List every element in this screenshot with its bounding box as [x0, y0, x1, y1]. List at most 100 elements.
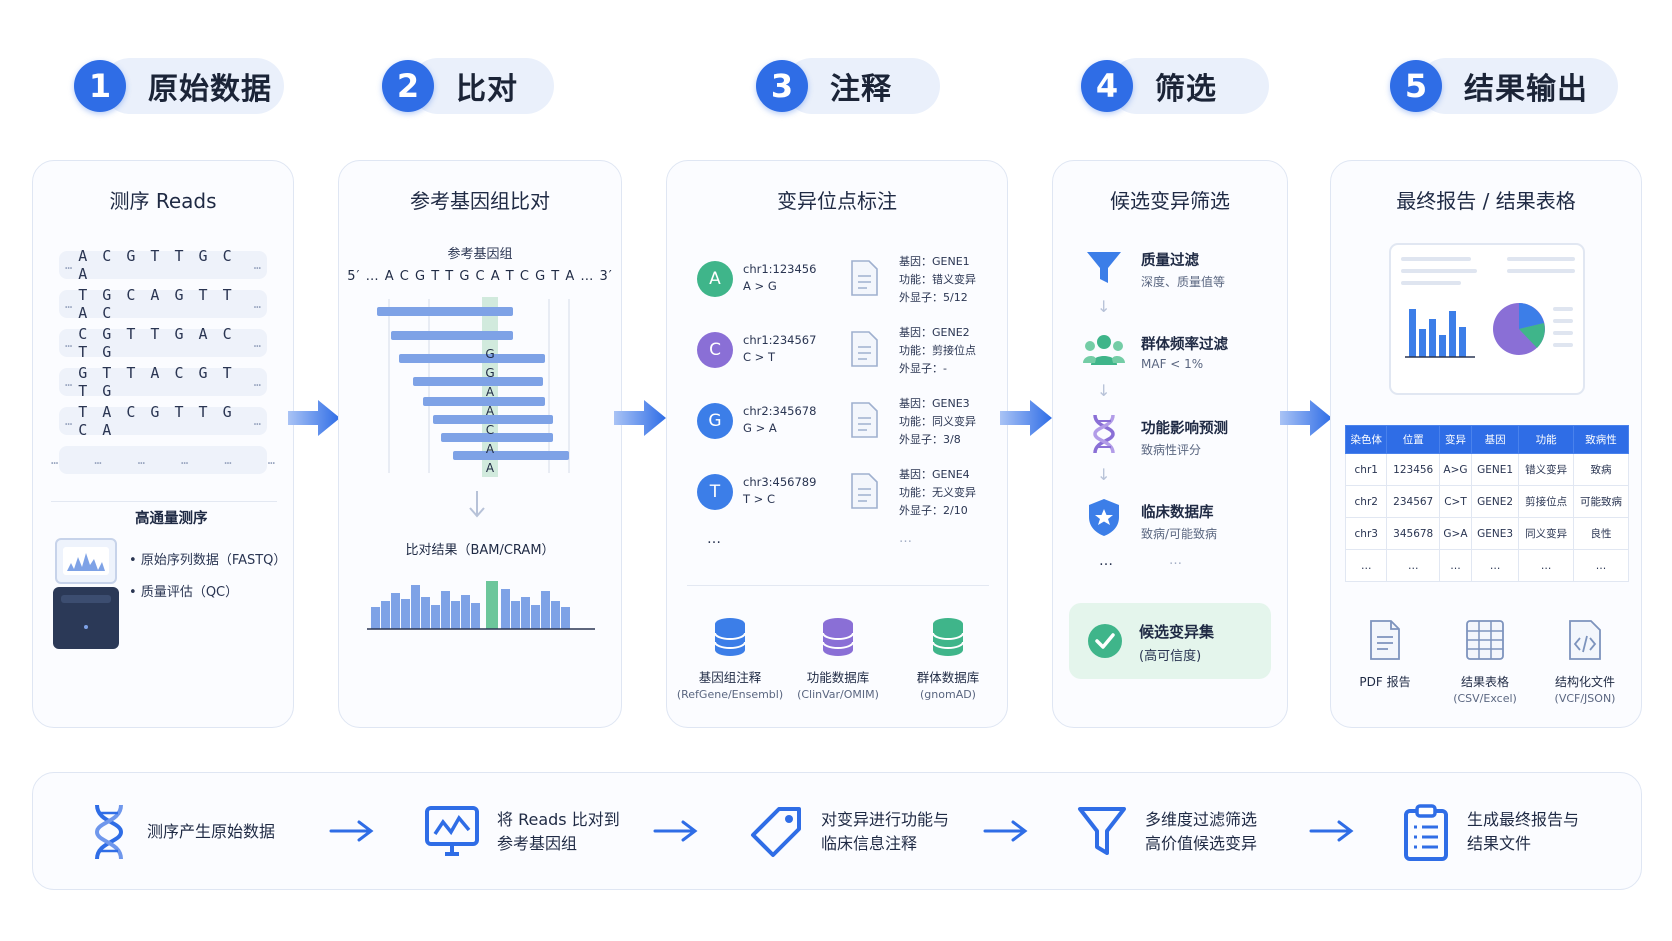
table-cell: 良性: [1573, 517, 1629, 550]
output-name: 结构化文件: [1554, 675, 1615, 689]
candidate-set-card: 候选变异集 (高可信度): [1069, 603, 1271, 679]
database-source: (RefGene/Ensembl): [676, 688, 784, 701]
workflow-summary-bar: 测序产生原始数据 将 Reads 比对到参考基因组 对变异进行功能与临床信息注释…: [32, 772, 1642, 890]
step-header-4: 4 筛选: [1081, 58, 1269, 114]
code-file-icon: [1569, 620, 1601, 660]
panel-filtering: 候选变异筛选 质量过滤 深度、质量值等 ↓ 群体频率过滤 MAF < 1% ↓ …: [1052, 160, 1288, 728]
table-cell: 345678: [1386, 517, 1440, 550]
funnel-icon: [1087, 252, 1121, 283]
filter-title: 质量过滤: [1141, 253, 1199, 269]
panel-title: 变异位点标注: [777, 189, 897, 213]
table-cell: …: [1573, 549, 1629, 582]
panel-title: 测序 Reads: [109, 189, 217, 213]
tag-icon: [751, 807, 801, 857]
database-name: 群体数据库: [916, 670, 980, 685]
document-icon: [851, 402, 878, 438]
read-sequence: …T G C A G T T A C…: [59, 286, 267, 322]
arrow-right-icon: [329, 820, 374, 842]
read-bases: A C G T T G C A: [78, 247, 235, 283]
variant-pos: chr2:345678: [743, 404, 817, 418]
step-pill: [410, 58, 554, 114]
read-bases: T G C A G T T A C: [78, 286, 235, 322]
clipboard-icon: [1404, 804, 1448, 861]
flow-arrow-icon: [288, 400, 340, 436]
column-base: G: [485, 347, 495, 361]
step-number: 1: [74, 60, 126, 112]
more-filters: …: [1099, 553, 1113, 569]
step-number: 2: [382, 60, 434, 112]
filter-subtitle: 致病/可能致病: [1141, 527, 1218, 541]
table-cell: C>T: [1438, 485, 1473, 518]
table-cell: GENE2: [1470, 485, 1520, 518]
dna-icon: [94, 804, 124, 860]
table-cell: 同义变异: [1518, 517, 1575, 550]
funnel-icon: [1078, 807, 1126, 855]
step-header-1: 1 原始数据: [74, 58, 284, 114]
ellipsis-row: … … … … … …: [51, 453, 275, 467]
ellipsis: …: [253, 258, 261, 272]
alignment-reads-graphic: [377, 297, 570, 477]
variant-gene: 基因：GENE4: [899, 468, 970, 481]
ellipsis: …: [65, 414, 73, 428]
panel-raw-data: 测序 Reads …A C G T T G C A… …T G C A G T …: [32, 160, 294, 728]
variant-column: G G A A C A A: [482, 345, 498, 478]
output-format: (VCF/JSON): [1554, 692, 1616, 705]
table-row: ………………: [1344, 549, 1629, 582]
table-header: 致病性: [1573, 425, 1629, 454]
variant-pos: chr1:123456: [743, 262, 817, 276]
ellipsis: …: [253, 414, 261, 428]
summary-text: 对变异进行功能与临床信息注释: [821, 808, 949, 856]
table-cell: 123456: [1386, 453, 1440, 486]
read-sequence: …G T T A C G T T G…: [59, 364, 267, 400]
read-sequence-more: … … … … … …: [51, 446, 275, 474]
database-source: (ClinVar/OMIM): [797, 688, 879, 701]
divider: [687, 585, 989, 586]
column-base: G: [485, 366, 495, 380]
summary-line: 将 Reads 比对到: [497, 810, 620, 829]
read-sequence: …C G T T G A C T G…: [59, 325, 267, 361]
population-icon: [1083, 335, 1125, 365]
database-icon: [822, 618, 854, 656]
summary-item-filtering: 多维度过滤筛选高价值候选变异: [1077, 773, 1257, 891]
table-cell: chr3: [1344, 517, 1388, 550]
more-variants: …: [899, 531, 912, 546]
read-bases: C G T T G A C T G: [78, 325, 235, 361]
step-pill: [102, 58, 284, 114]
variant-exon: 外显子：2/10: [899, 504, 968, 517]
column-base: C: [485, 423, 495, 437]
table-cell: GENE3: [1470, 517, 1520, 550]
device-label: 高通量测序: [135, 511, 208, 527]
table-cell: chr1: [1344, 453, 1388, 486]
summary-line: 结果文件: [1467, 834, 1532, 853]
summary-line: 生成最终报告与: [1467, 810, 1580, 829]
ellipsis: …: [65, 375, 73, 389]
table-cell: 剪接位点: [1518, 485, 1575, 518]
variant-gene: 基因：GENE2: [899, 326, 970, 339]
summary-item-report: 生成最终报告与结果文件: [1403, 773, 1579, 891]
filter-title: 群体频率过滤: [1141, 337, 1228, 353]
variant-change: T > C: [743, 492, 776, 506]
ellipsis: …: [253, 336, 261, 350]
column-base: A: [485, 442, 495, 456]
database-icon: [714, 618, 746, 656]
coverage-histogram: [367, 581, 595, 630]
dna-icon: [1093, 414, 1115, 454]
variant-change: G > A: [743, 421, 777, 435]
ellipsis: …: [253, 375, 261, 389]
shield-icon: [1089, 499, 1119, 536]
arrow-right-icon: [1309, 820, 1354, 842]
reference-label: 参考基因组: [447, 247, 513, 262]
filter-subtitle: MAF < 1%: [1141, 357, 1204, 371]
variant-base-badge: T: [697, 474, 733, 510]
table-header: 功能: [1518, 425, 1575, 454]
bullet-text: 质量评估（QC）: [140, 585, 239, 600]
summary-line: 高价值候选变异: [1145, 834, 1258, 853]
table-cell: 错义变异: [1518, 453, 1575, 486]
summary-text: 将 Reads 比对到参考基因组: [497, 808, 620, 856]
